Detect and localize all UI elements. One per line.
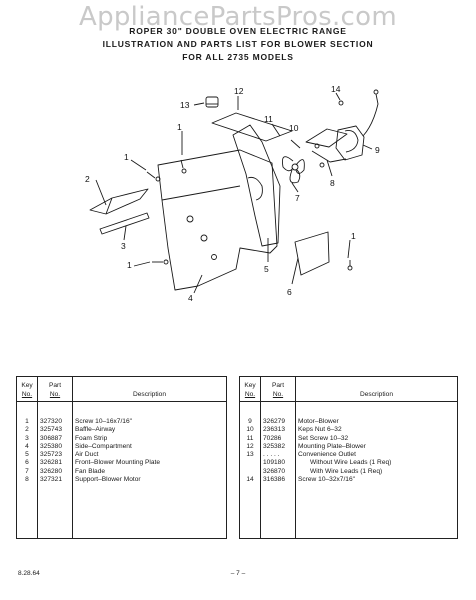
table-row: 13. . . . .Convenience Outlet [239,451,458,460]
description-header: Description [72,376,227,402]
title-line-3: FOR ALL 2735 MODELS [182,52,294,62]
callout-1-bottom: 1 [127,260,132,270]
convenience-outlet-part [205,96,219,108]
front-mounting-plate-part [294,231,330,276]
air-duct-part [232,124,281,247]
fan-blade-part [282,156,305,184]
callout-1-right: 1 [351,231,356,241]
description-header: Description [295,376,458,402]
callout-7: 7 [295,193,300,203]
callout-6: 6 [287,287,292,297]
callout-14: 14 [331,84,341,94]
callout-2: 2 [85,174,90,184]
callout-5: 5 [264,264,269,274]
page-number: – 7 – [230,570,246,577]
baffle-airway-part [89,188,149,215]
callout-4: 4 [188,293,193,303]
watermark: AppliancePartsPros.com [78,2,397,32]
callout-9: 9 [375,145,380,155]
callout-8: 8 [330,178,335,188]
mounting-plate-part [211,112,293,142]
callout-12: 12 [234,86,244,96]
foam-strip-part [99,212,150,235]
callout-3: 3 [121,241,126,251]
title-line-1: ROPER 30" DOUBLE OVEN ELECTRIC RANGE [129,26,347,36]
callout-1-top: 1 [177,122,182,132]
title-line-2: ILLUSTRATION AND PARTS LIST FOR BLOWER S… [102,39,374,49]
blower-motor-part [335,125,365,161]
callout-11: 11 [264,114,273,124]
callout-13: 13 [180,100,190,110]
callout-1-left: 1 [124,152,129,162]
side-compartment-part [157,149,278,291]
motor-support-part [305,128,348,148]
callout-10: 10 [289,123,299,133]
footer-date: 8.28.64 [18,570,40,577]
